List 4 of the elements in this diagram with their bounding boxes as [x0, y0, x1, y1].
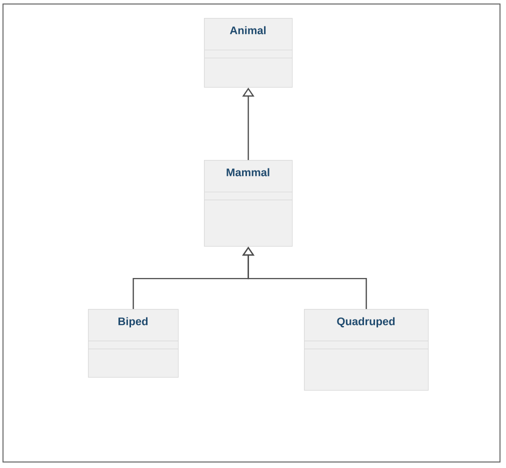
class-box: Quadruped [304, 308, 429, 391]
class-box: Animal [204, 18, 293, 88]
class-box: Biped [88, 308, 179, 378]
class-box: Mammal [204, 160, 293, 247]
